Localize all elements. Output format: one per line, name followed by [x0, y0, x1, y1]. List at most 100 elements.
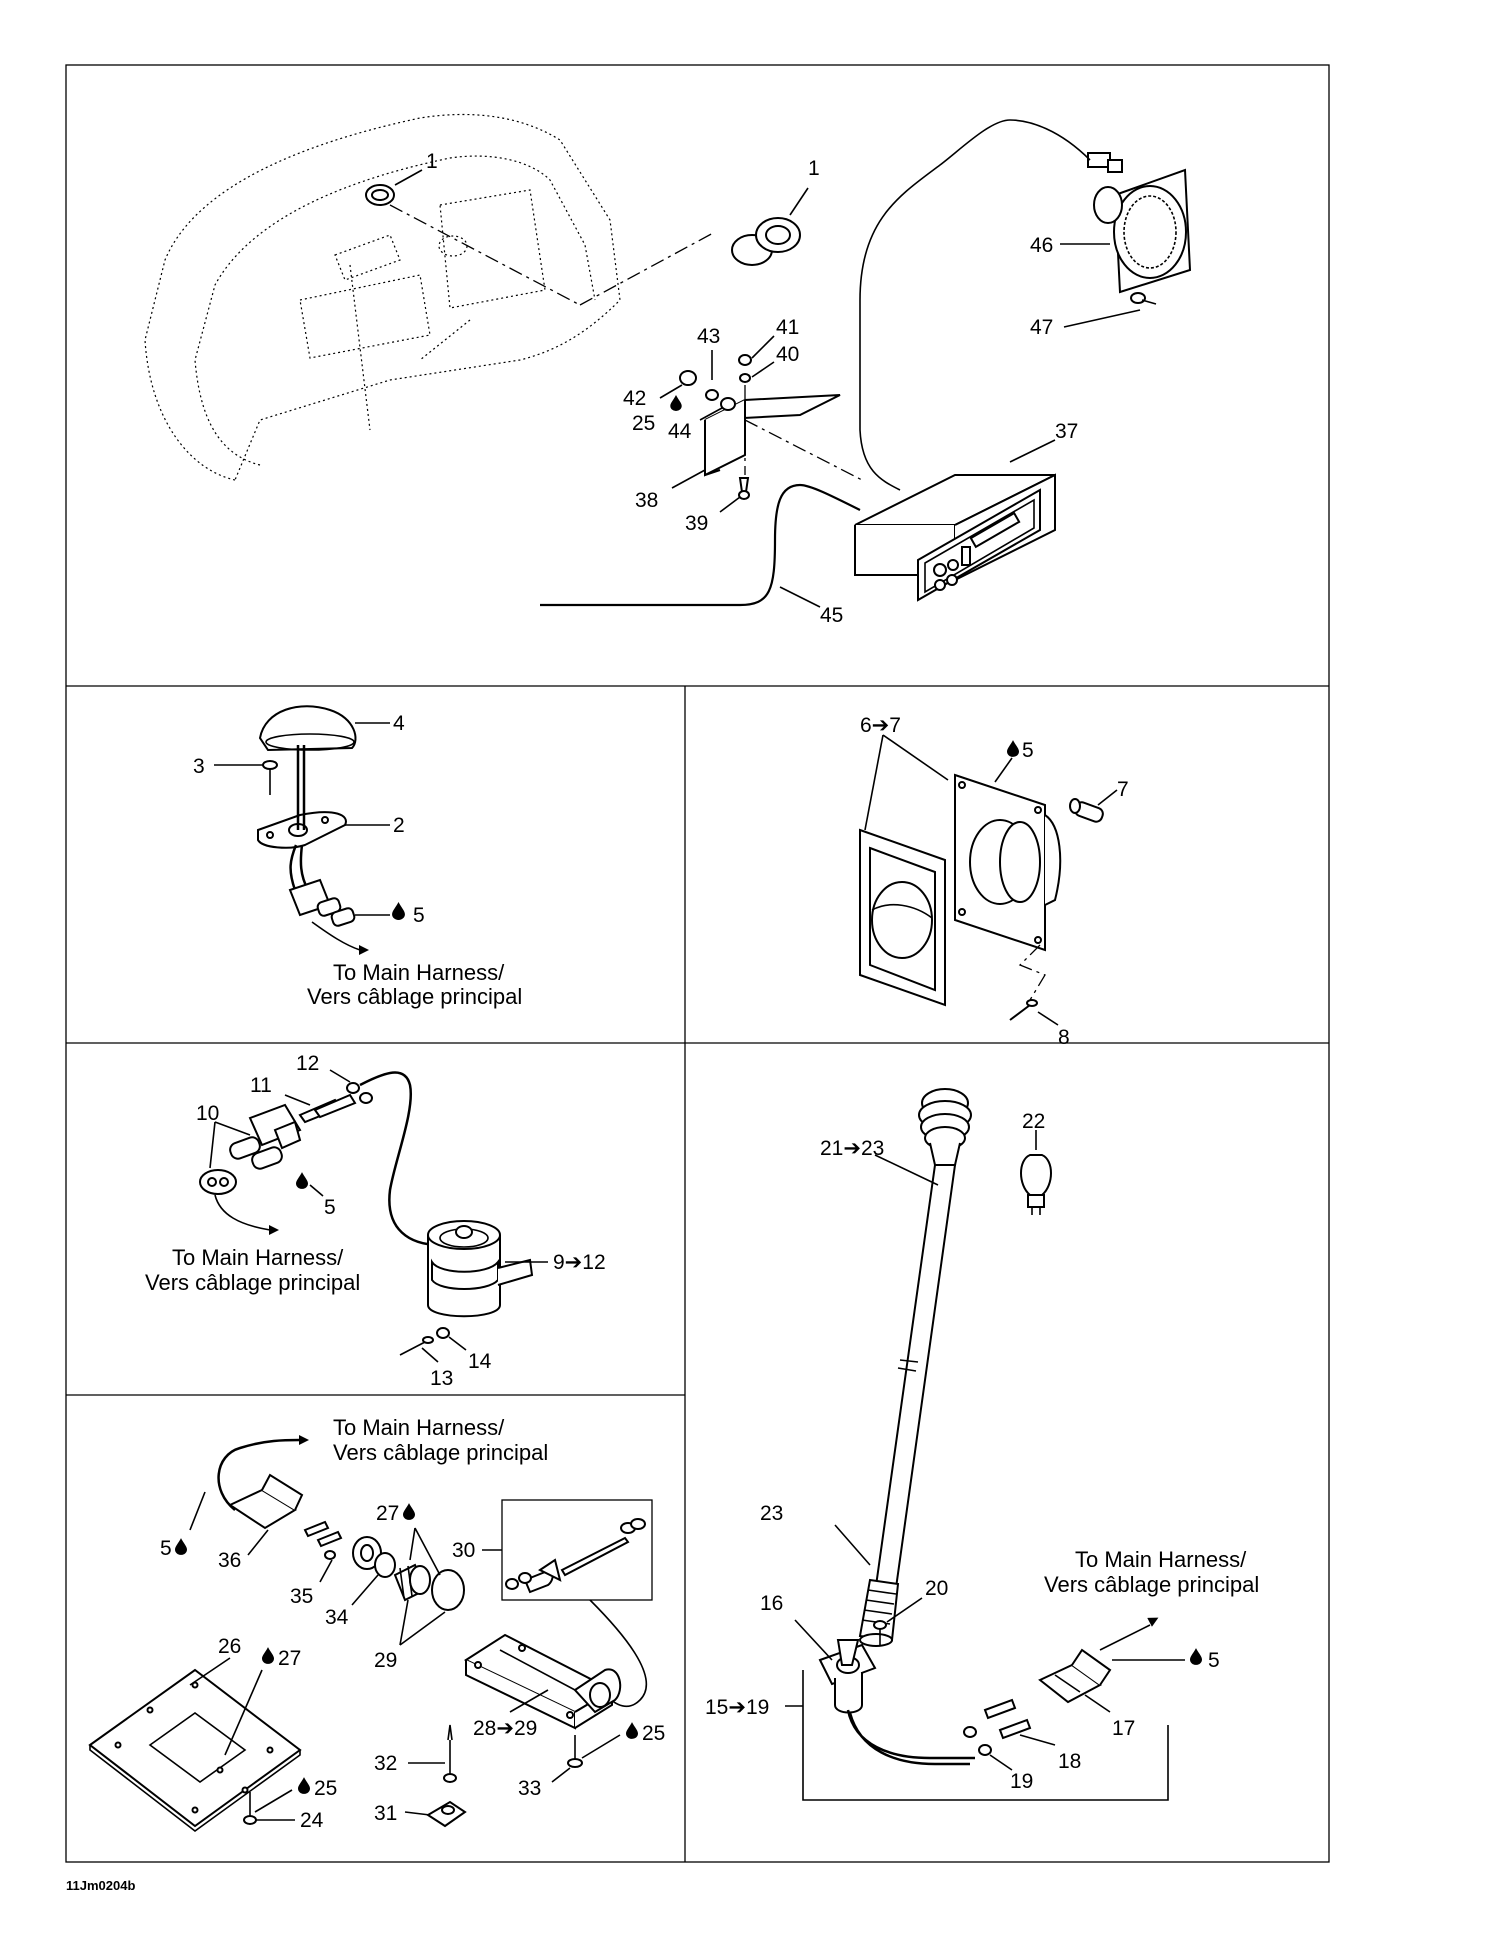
label-part-1519: 15➔19	[705, 1696, 769, 1719]
switch-body-part-29	[393, 1563, 465, 1611]
label-part-25b: 25	[642, 1722, 665, 1745]
label-part-10: 10	[196, 1102, 219, 1125]
label-part-37: 37	[1055, 420, 1078, 443]
leader-29a	[399, 1599, 409, 1646]
label-part-16: 16	[760, 1592, 783, 1615]
centerline-vent	[1018, 944, 1046, 1001]
leader-25c	[254, 1789, 293, 1813]
leader-2123	[874, 1154, 939, 1186]
hardware-nuts-washers	[679, 354, 752, 500]
label-part-32: 32	[374, 1752, 397, 1775]
label-part-25c: 25	[314, 1777, 337, 1800]
panel-courtesy-light: 4 3 2 5 To Main Harness/ Vers câblage pr…	[193, 705, 522, 1009]
nut-part-34	[352, 1536, 396, 1578]
label-part-19: 19	[1010, 1770, 1033, 1793]
cable-part-45	[540, 483, 861, 607]
label-part-24: 24	[300, 1809, 324, 1832]
screw-part-33	[567, 1735, 583, 1768]
leader-7	[1097, 789, 1118, 806]
outlet-cap-ring-part-1	[365, 184, 395, 206]
radio-part-37	[854, 473, 1056, 602]
label-part-12: 12	[296, 1052, 319, 1075]
leader-37	[1009, 439, 1056, 463]
harness-arrow-line-c	[217, 1438, 301, 1511]
leader-45	[779, 586, 821, 608]
label-part-20: 20	[925, 1577, 948, 1600]
label-part-67: 6➔7	[860, 714, 901, 737]
leader-1a	[394, 169, 423, 186]
harness-arrow-line-d	[1099, 1624, 1151, 1651]
light-dome-part-4	[258, 705, 357, 752]
grease-drop-icon-25b	[626, 1722, 638, 1739]
light-wires	[289, 745, 310, 891]
leader-2829	[509, 1689, 549, 1713]
caption-harness-en-b: To Main Harness/	[172, 1245, 344, 1270]
leader-34	[351, 1574, 379, 1606]
terminal-part-11	[298, 1093, 357, 1124]
label-part-17: 17	[1112, 1717, 1135, 1740]
grease-drop-icon-25a	[670, 395, 682, 411]
harness-arrow-line-a	[311, 921, 361, 951]
leader-11	[284, 1094, 311, 1106]
screw-part-20	[873, 1620, 887, 1645]
label-part-33: 33	[518, 1777, 541, 1800]
socket-part-16	[818, 1639, 877, 1714]
leader-23	[834, 1524, 871, 1566]
label-part-44: 44	[668, 420, 692, 443]
label-part-23: 23	[760, 1502, 783, 1525]
caption-harness-fr-a: Vers câblage principal	[307, 984, 522, 1009]
label-part-2829: 28➔29	[473, 1717, 537, 1740]
plate-part-26	[88, 1668, 302, 1832]
leader-38	[671, 469, 706, 489]
label-part-8: 8	[1058, 1026, 1070, 1049]
terminals-part-35	[303, 1520, 343, 1560]
speaker-part-46	[1087, 152, 1192, 294]
panel-frames	[65, 64, 1330, 1863]
label-part-36: 36	[218, 1549, 241, 1572]
power-outlet-part-1	[731, 217, 801, 266]
drawing-code: 11Jm0204b	[66, 1878, 135, 1893]
bulb-part-22	[1020, 1154, 1052, 1215]
socket-wire	[846, 1709, 975, 1766]
leader-5e	[189, 1491, 206, 1531]
leader-41	[751, 335, 775, 359]
label-part-13: 13	[430, 1367, 453, 1390]
leader-13	[421, 1347, 439, 1363]
grease-drop-icon-5d	[1190, 1648, 1202, 1665]
grease-drop-icon-5c	[296, 1172, 308, 1189]
speaker-wire	[859, 119, 1091, 491]
label-part-38: 38	[635, 489, 658, 512]
leader-14	[448, 1336, 467, 1351]
leader-39	[719, 496, 741, 513]
leader-1b	[789, 187, 809, 216]
leader-12	[329, 1069, 351, 1083]
caption-harness-fr-b: Vers câblage principal	[145, 1270, 360, 1295]
leader-20	[886, 1597, 923, 1623]
panel-switch: To Main Harness/ Vers câblage principal …	[88, 1415, 665, 1832]
grease-drop-icon-5a	[392, 902, 405, 920]
leader-5b	[994, 757, 1013, 783]
caption-harness-fr-c: Vers câblage principal	[333, 1440, 548, 1465]
label-part-27b: 27	[278, 1647, 301, 1670]
harness-arrow-icon-a	[359, 945, 369, 955]
leader-67b	[882, 734, 949, 781]
leader-10a	[214, 1121, 251, 1136]
label-part-18: 18	[1058, 1750, 1081, 1773]
grease-drop-icon-5e	[175, 1538, 187, 1555]
label-part-3: 3	[193, 755, 205, 778]
label-part-5b: 5	[1022, 739, 1034, 762]
grease-drop-icon-27b	[262, 1647, 274, 1664]
nut-part-12	[346, 1082, 373, 1104]
top-panel-console-radio: 1 1 46 47	[144, 113, 1192, 627]
leader-29b	[399, 1611, 446, 1646]
leader-16	[794, 1619, 833, 1661]
label-part-46: 46	[1030, 234, 1053, 257]
label-part-31: 31	[374, 1802, 397, 1825]
leader-17	[1084, 1694, 1111, 1713]
label-part-4: 4	[393, 712, 405, 735]
label-part-35: 35	[290, 1585, 313, 1608]
bulb-part-7	[1069, 798, 1104, 823]
leader-33	[551, 1767, 571, 1783]
caption-harness-en-c: To Main Harness/	[333, 1415, 505, 1440]
